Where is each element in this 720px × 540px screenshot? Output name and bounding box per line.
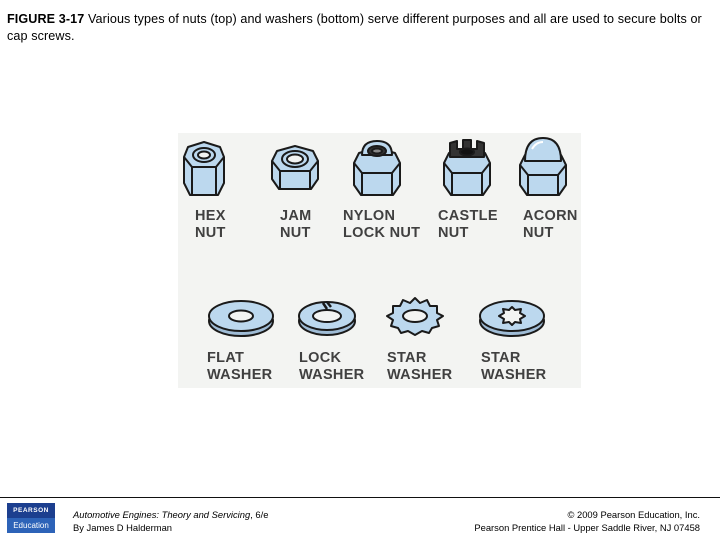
copyright-block: © 2009 Pearson Education, Inc. Pearson P… [474, 508, 700, 534]
star-washer-internal-icon [479, 300, 545, 337]
hex-nut-icon [183, 141, 225, 196]
castle-nut-icon [443, 139, 491, 196]
jam-nut-icon [271, 145, 319, 190]
caption-text: Various types of nuts (top) and washers … [7, 12, 702, 43]
footer-divider [0, 497, 720, 498]
logo-top-text: PEARSON [7, 503, 55, 518]
flat-washer-icon [208, 300, 274, 337]
logo-bottom-text: Education [7, 518, 55, 533]
figure-label: FIGURE 3-17 [7, 12, 85, 26]
book-author: By James D Halderman [73, 522, 172, 533]
star-washer-external-icon [386, 297, 444, 336]
book-citation: Automotive Engines: Theory and Servicing… [73, 508, 268, 534]
book-edition: , 6/e [250, 509, 269, 520]
copyright-text: © 2009 Pearson Education, Inc. [567, 509, 700, 520]
publisher-text: Pearson Prentice Hall - Upper Saddle Riv… [474, 522, 700, 533]
acorn-nut-icon [519, 137, 567, 196]
pearson-logo: PEARSON Education [7, 503, 55, 533]
book-title: Automotive Engines: Theory and Servicing [73, 509, 251, 520]
nylon-lock-nut-icon [353, 140, 401, 196]
lock-washer-icon [298, 301, 356, 336]
figure-illustration [183, 137, 567, 337]
figure-caption: FIGURE 3-17 Various types of nuts (top) … [7, 11, 707, 45]
